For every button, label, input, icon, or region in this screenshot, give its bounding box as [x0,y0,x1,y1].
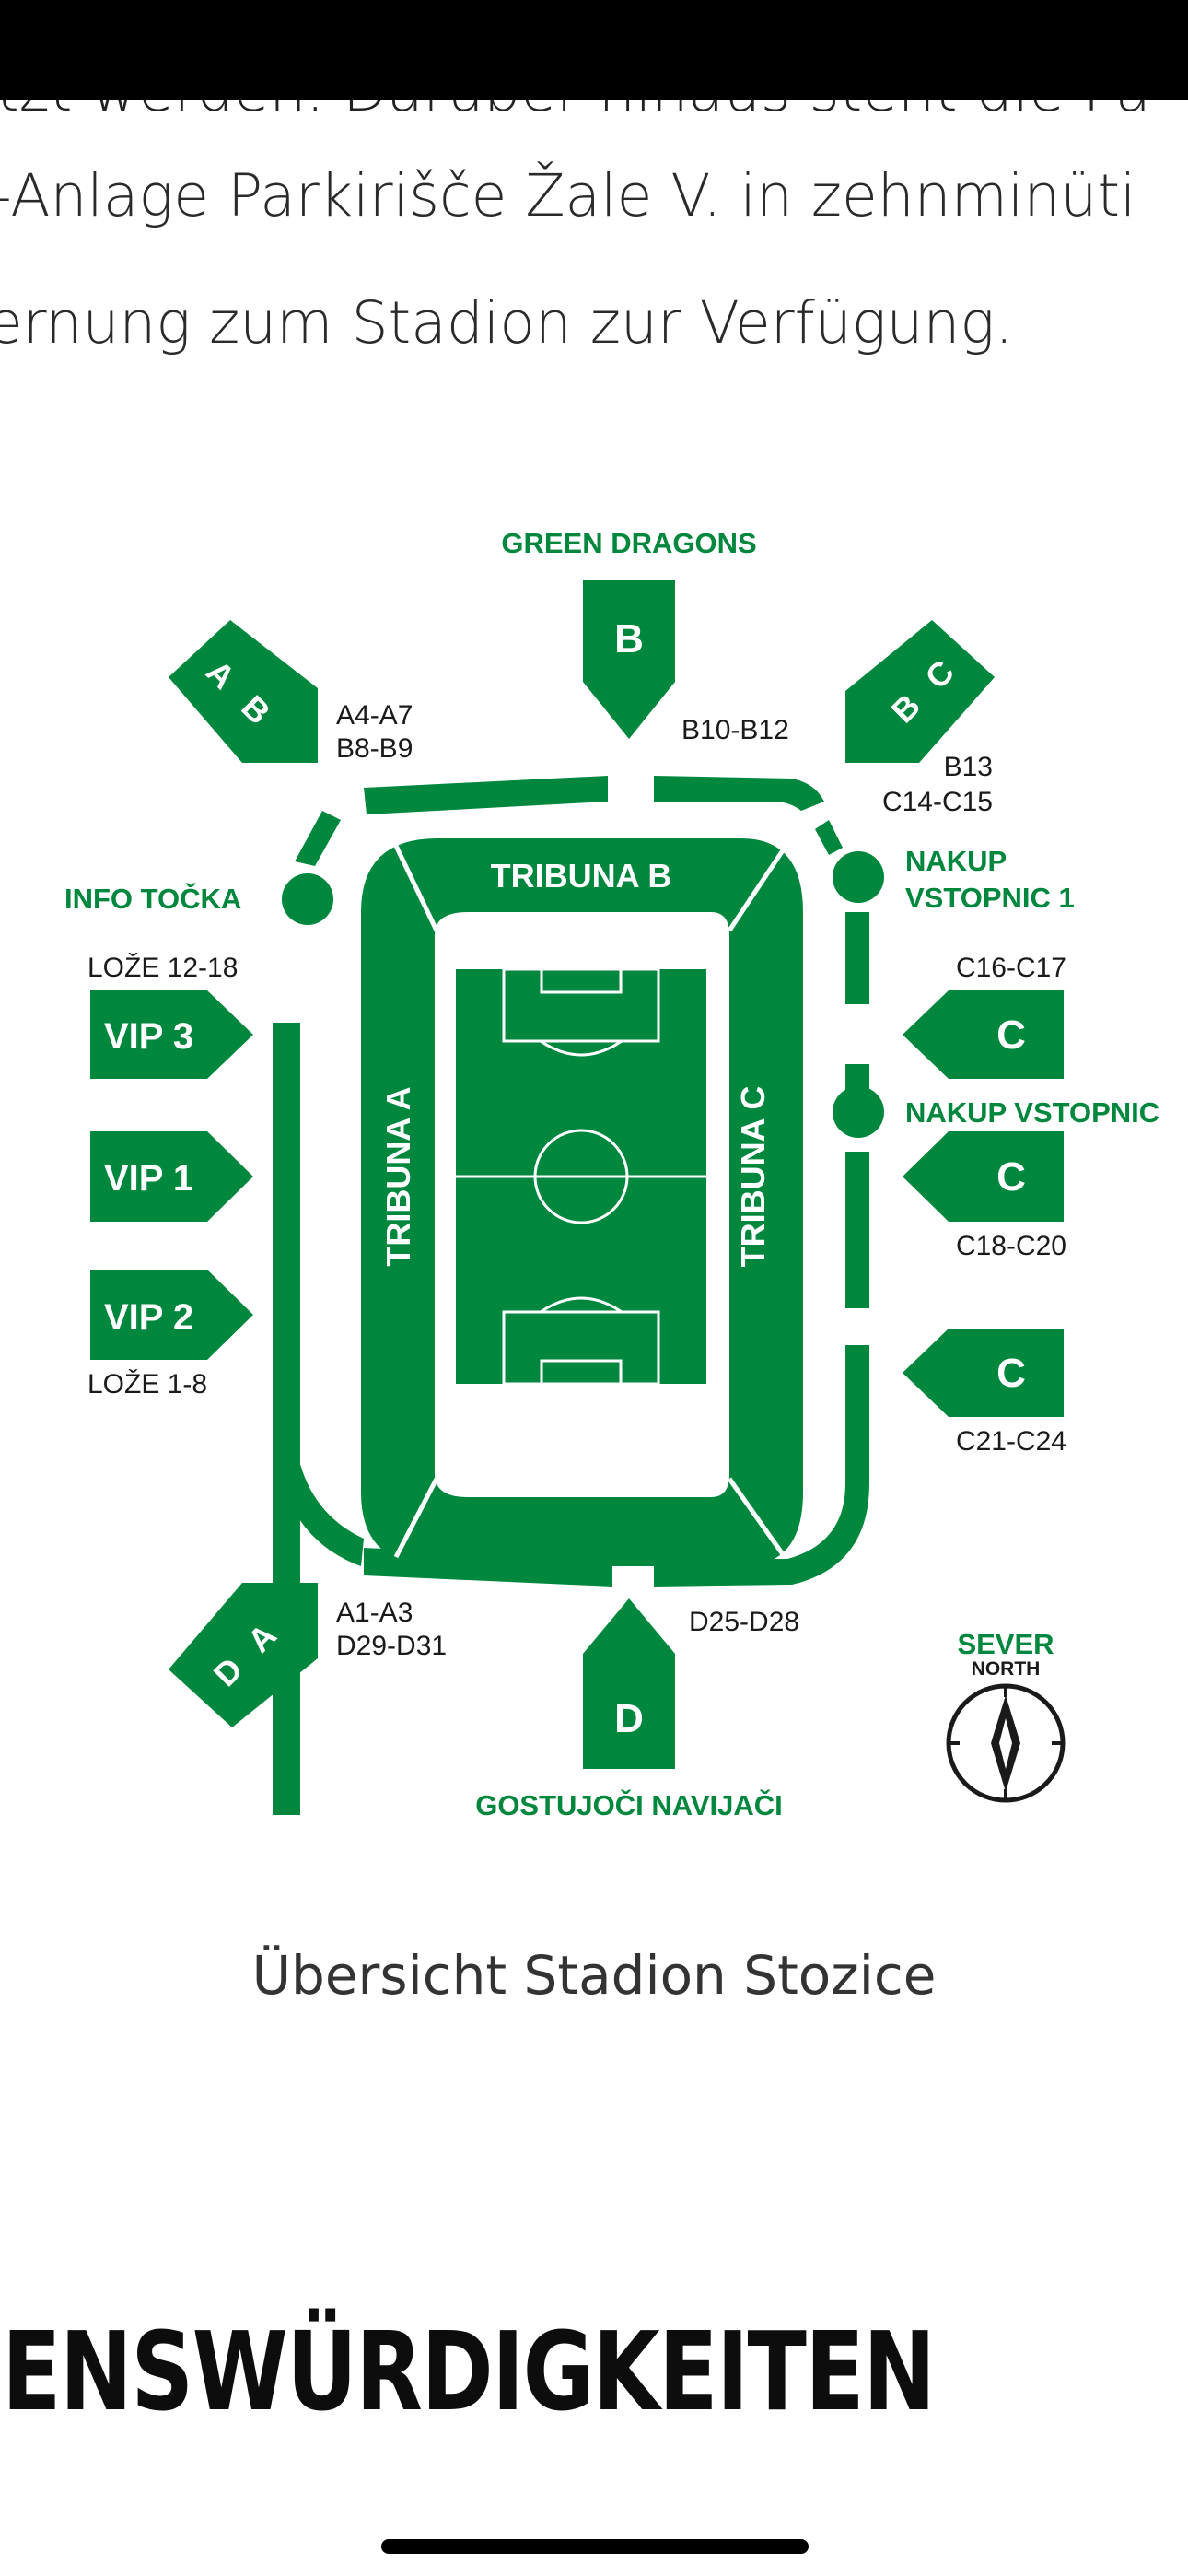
info-tocka-marker [282,873,333,925]
gate-c-letter: C [996,1351,1026,1396]
gate-c-marker [903,990,1064,1079]
gate-d-marker [583,1598,675,1769]
gate-b-marker [583,580,675,739]
tribuna-d-label: TRIBUNA D [491,1456,672,1493]
section-label: B13 [944,752,993,782]
info-tocka-label: INFO TOČKA [64,882,241,915]
green-dragons-label: GREEN DRAGONS [501,527,756,559]
section-label: C21-C24 [956,1426,1066,1457]
inner-stand-ring [361,838,803,1566]
concourse-segment [295,811,341,866]
vip-3-label: VIP 3 [104,1016,193,1057]
concourse-segment [364,776,608,814]
gate-c-marker [903,1329,1064,1417]
north-label: NORTH [972,1658,1041,1680]
nakup-vstopnic-1-label: VSTOPNIC 1 [905,882,1075,914]
section-label: LOŽE 1-8 [87,1369,207,1399]
nakup-vstopnic-marker [833,1086,884,1138]
section-label: C18-C20 [956,1231,1066,1261]
section-label: A4-A7 [336,700,413,731]
nakup-vstopnic-1-label: NAKUP [905,845,1007,877]
sever-label: SEVER [957,1628,1054,1660]
gate-c-letter: C [996,1013,1026,1058]
concourse-segment [845,1152,869,1308]
section-label: B10-B12 [681,715,789,745]
concourse-segment [273,1023,300,1815]
gate-ab-marker [169,620,318,763]
gate-d-letter: D [614,1696,644,1741]
compass-icon [946,1683,1066,1803]
section-label: LOŽE 12-18 [87,953,238,983]
status-bar [0,0,1188,100]
concourse-segment [654,776,824,811]
image-caption: Übersicht Stadion Stozice [251,1944,937,2007]
tribuna-a-label: TRIBUNA A [379,1086,417,1266]
section-label: C16-C17 [956,953,1066,983]
football-pitch [456,967,706,1386]
gate-b-letter: B [614,616,644,662]
section-label: C14-C15 [882,787,993,817]
vip-2-marker [90,1270,253,1360]
nakup-vstopnic-1-marker [833,851,884,903]
home-indicator[interactable] [381,2539,809,2554]
vip-1-marker [90,1131,253,1222]
section-label: D25-D28 [689,1607,799,1637]
section-label: D29-D31 [336,1631,447,1661]
concourse-segment [845,1064,869,1090]
concourse-segment [845,912,869,1004]
concourse-segment [274,1437,364,1566]
nakup-vstopnic-label: NAKUP VSTOPNIC [905,1096,1159,1129]
gate-c-letter: C [996,1154,1026,1200]
vip-3-marker [90,990,253,1079]
article-text-line: -Anlage Parkirišče Žale V. in zehnminüti [0,162,1136,229]
stadium-map: TRIBUNA B TRIBUNA D TRIBUNA A TRIBUNA C … [64,527,1159,1821]
vip-1-label: VIP 1 [104,1158,193,1199]
gate-c-marker [903,1131,1064,1222]
tribuna-c-label: TRIBUNA C [734,1086,772,1268]
section-label: B8-B9 [336,733,413,764]
concourse-segment [815,820,843,855]
gate-bc-marker [845,620,995,763]
tribuna-b-label: TRIBUNA B [491,857,672,895]
gate-ad-marker [169,1583,318,1727]
section-label: A1-A3 [336,1598,413,1628]
gostujoci-label: GOSTUJOČI NAVIJAČI [475,1788,783,1821]
vip-2-label: VIP 2 [104,1297,193,1338]
article-text-line: ernung zum Stadion zur Verfügung. [0,289,1014,357]
section-heading: ENSWÜRDIGKEITEN [2,2308,936,2435]
